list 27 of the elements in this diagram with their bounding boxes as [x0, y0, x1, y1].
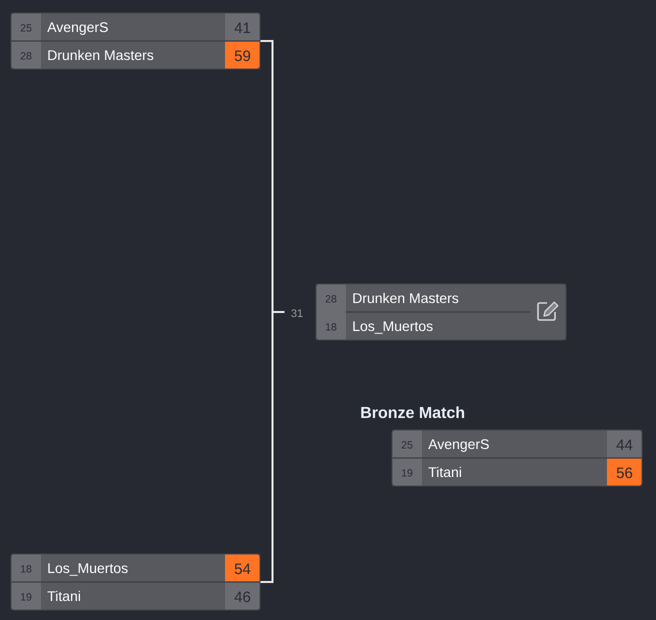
- seed-cell: 18: [11, 554, 41, 582]
- match-card: [10, 554, 260, 610]
- team-name: Drunken Masters: [48, 50, 154, 60]
- team-name: AvengerS: [47, 22, 108, 35]
- bracket-line: [260, 311, 284, 583]
- seed-cell: 19: [392, 458, 422, 486]
- score-cell: 56: [607, 458, 642, 486]
- score-cell: 44: [607, 430, 642, 458]
- seed-cell: 19: [11, 582, 41, 610]
- score-cell: 54: [225, 554, 260, 582]
- team-name: AvengerS: [428, 439, 489, 452]
- seed-cell: 28: [11, 41, 41, 69]
- team-name: Titani: [428, 466, 461, 478]
- score-cell: 46: [225, 582, 260, 610]
- team-name: Titani: [48, 590, 80, 602]
- heading: Bronze Match: [361, 406, 464, 418]
- team-name: Los_Muertos: [353, 321, 433, 334]
- match-card: [10, 12, 260, 70]
- seed-cell: 18: [316, 312, 346, 340]
- team-name: Los_Muertos: [48, 563, 128, 576]
- score-cell: 59: [225, 41, 260, 69]
- seed-cell: 28: [316, 284, 346, 312]
- seed-cell: 25: [392, 430, 422, 458]
- team-name: Drunken Masters: [353, 292, 458, 304]
- seed-cell: 25: [11, 13, 41, 41]
- match-number: 31: [291, 309, 303, 318]
- score-cell: 41: [225, 13, 260, 41]
